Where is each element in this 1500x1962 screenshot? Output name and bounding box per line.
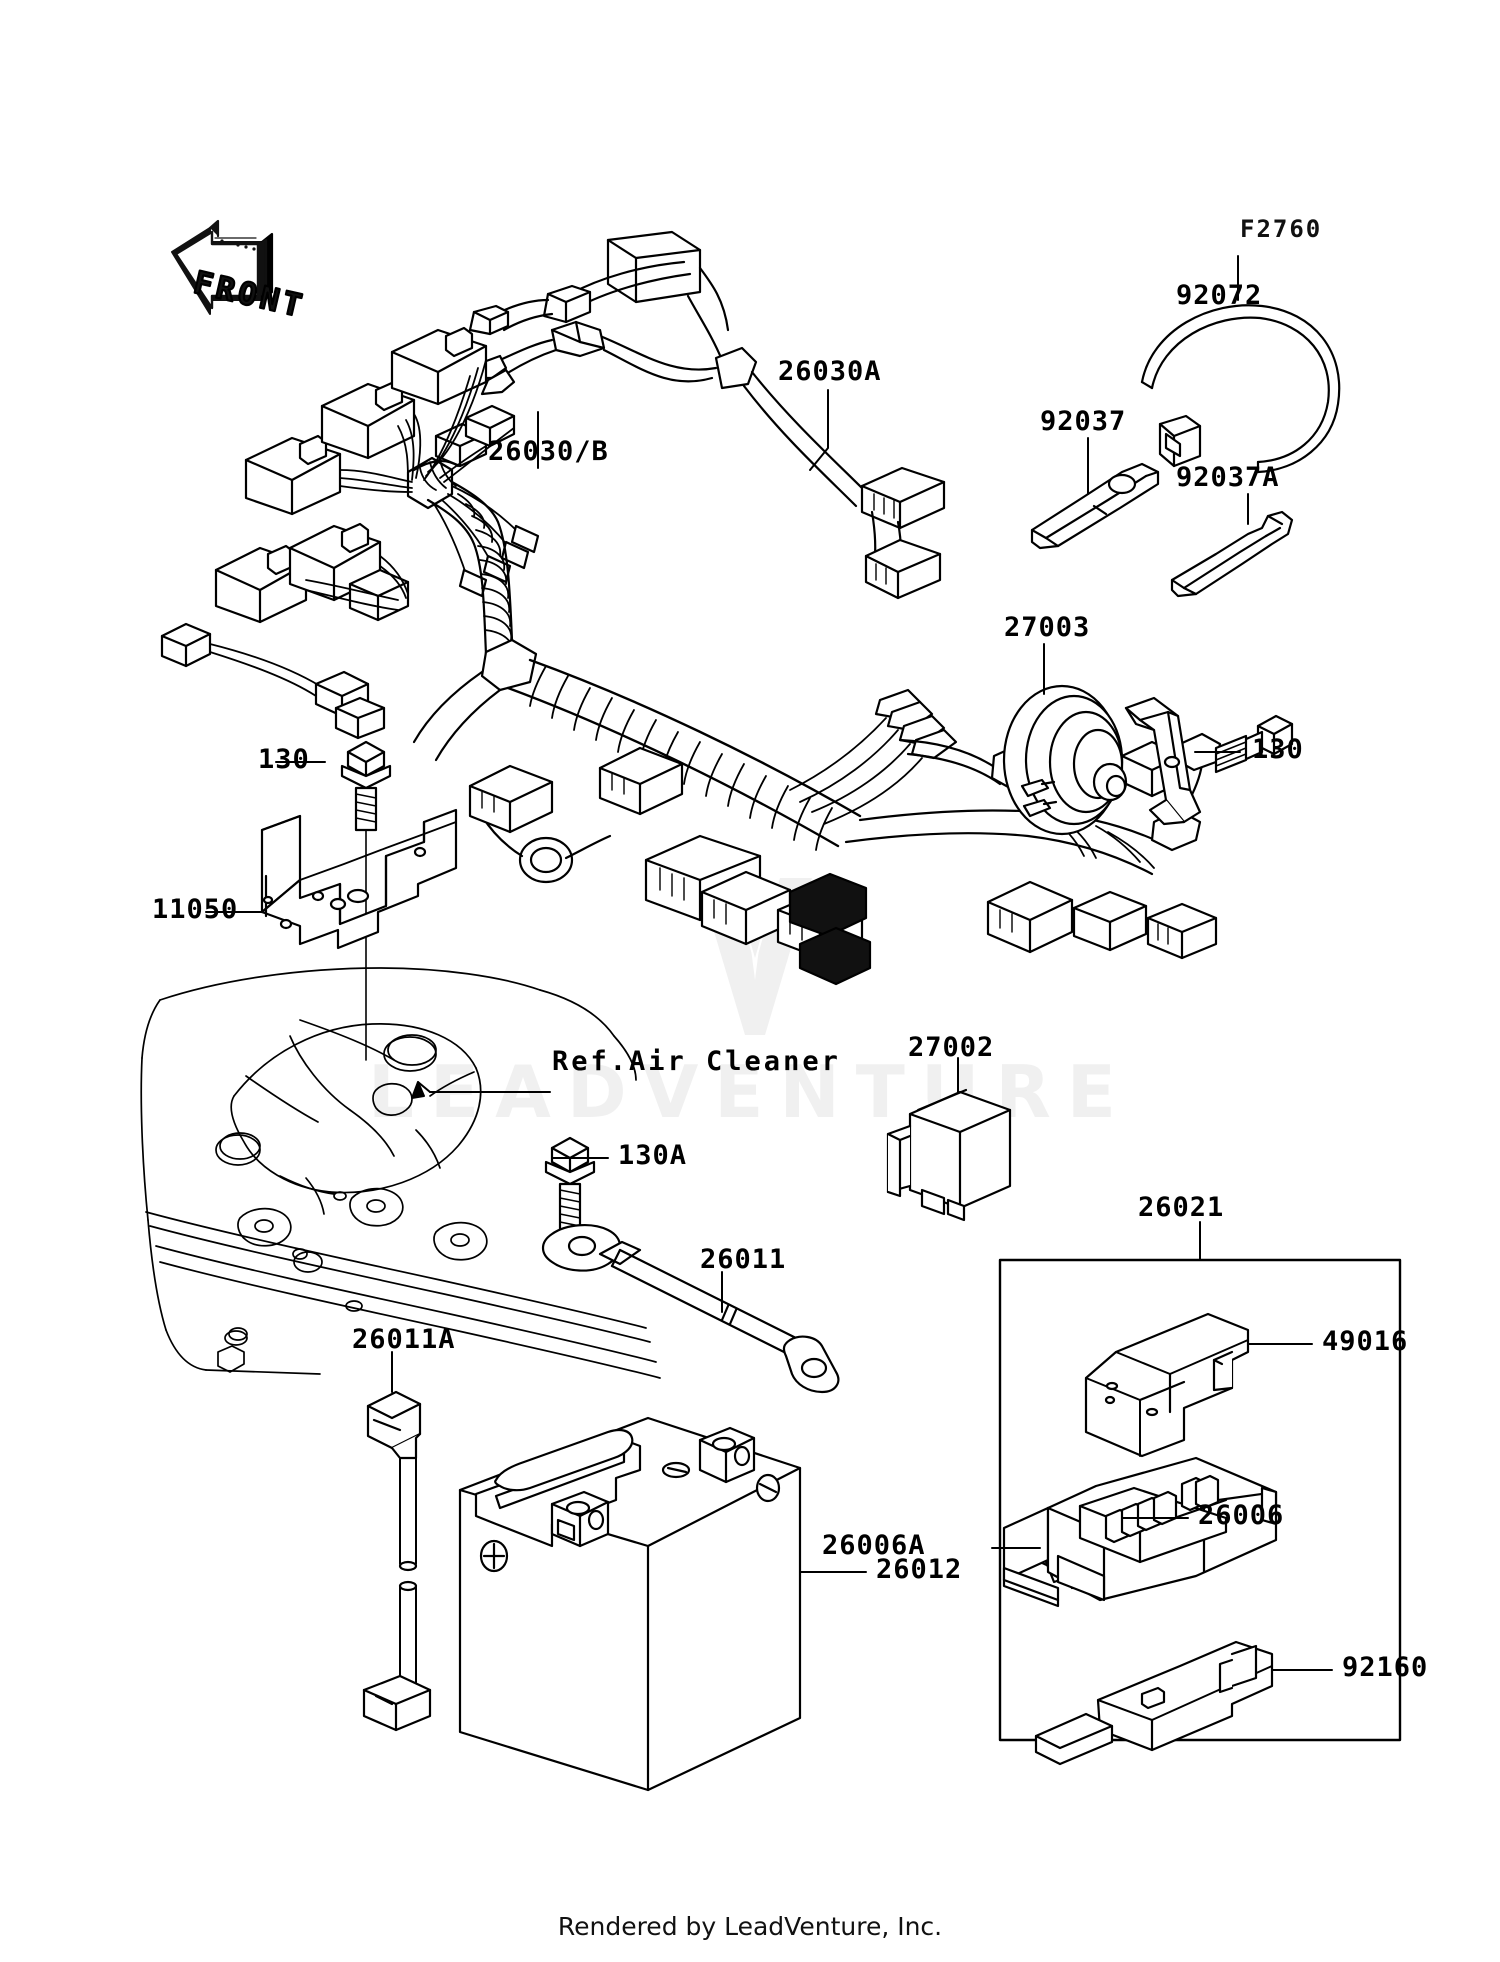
callout-27002[interactable]: 27002 [908,1032,995,1063]
bolt-130a [544,1136,596,1234]
callout-26030a[interactable]: 26030A [778,356,882,387]
callout-92037a[interactable]: 92037A [1176,462,1280,493]
leader-ref-air-cleaner [411,1081,551,1099]
air-cleaner-reference [140,967,661,1379]
callout-26011[interactable]: 26011 [700,1244,787,1275]
junction-box-cover-49016 [1084,1312,1250,1458]
battery-cable-26011a [362,1390,432,1732]
callout-26006[interactable]: 26006 [1198,1500,1285,1531]
cable-band-92072 [1140,304,1341,474]
callout-11050[interactable]: 11050 [152,894,239,925]
junction-box-body [1002,1456,1278,1608]
bolt-130-horn [1214,714,1294,774]
bolt-130-bracket [340,740,392,1061]
clamp-92037 [1030,462,1160,550]
clamp-92037a [1170,510,1294,598]
callout-92160[interactable]: 92160 [1342,1652,1429,1683]
callout-27003[interactable]: 27003 [1004,612,1091,643]
horn-27003 [1002,684,1202,836]
callout-26011a[interactable]: 26011A [352,1324,456,1355]
battery-26012 [458,1416,802,1792]
callout-49016[interactable]: 49016 [1322,1326,1409,1357]
junction-box-panel-26021 [998,1258,1402,1766]
callout-92072[interactable]: 92072 [1176,280,1263,311]
main-harness-26030b [160,326,1222,986]
callout-26030b[interactable]: 26030/B [488,436,609,467]
render-footer: Rendered by LeadVenture, Inc. [557,1912,943,1941]
leader-lines [205,255,1333,1671]
ref-air-cleaner-label: Ref.Air Cleaner [552,1046,841,1077]
callout-26012[interactable]: 26012 [876,1554,963,1585]
callout-130-horn[interactable]: 130 [1252,734,1304,765]
callout-26006a[interactable]: 26006A [822,1530,926,1561]
front-arrow-icon: FRONT [171,219,310,326]
relay-27002 [886,1088,1012,1222]
damper-92160 [1034,1640,1274,1766]
callout-26021[interactable]: 26021 [1138,1192,1225,1223]
sub-harness-26030a [468,230,946,600]
diagram-ref-code: F2760 [1240,215,1323,243]
battery-cable-26011 [541,1224,840,1394]
bracket-11050 [260,808,458,950]
callout-130a[interactable]: 130A [618,1140,688,1171]
callout-92037[interactable]: 92037 [1040,406,1127,437]
callout-130-bracket[interactable]: 130 [258,744,310,775]
